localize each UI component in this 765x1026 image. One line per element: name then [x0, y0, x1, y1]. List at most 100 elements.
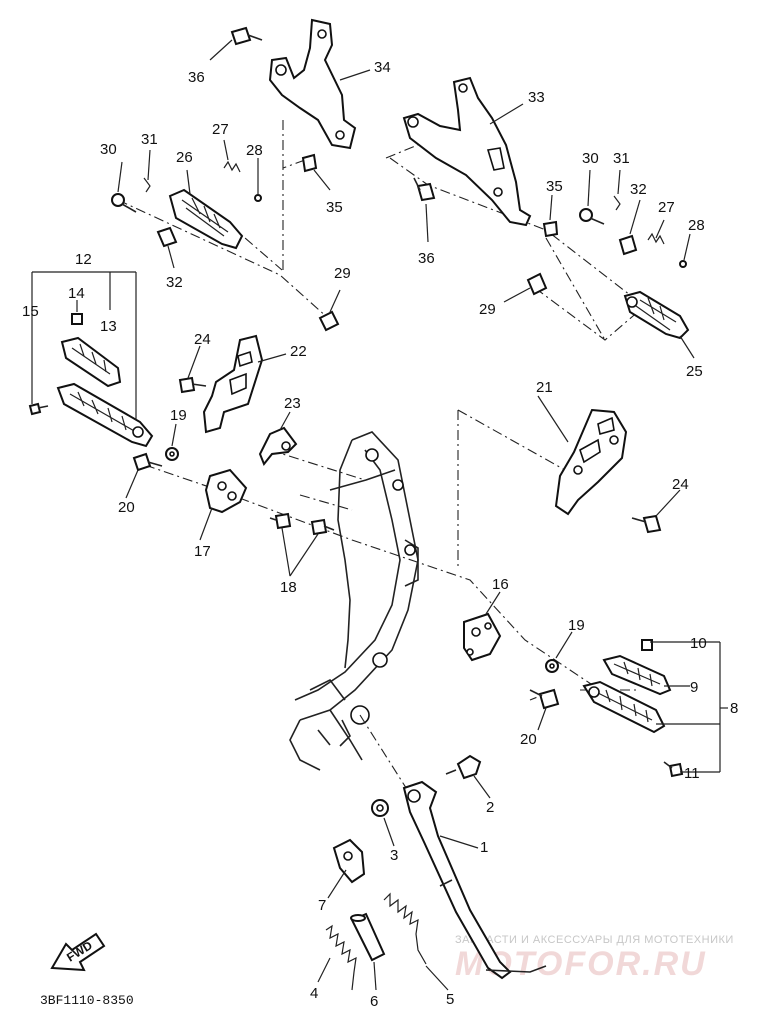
callout-9: 9 [690, 679, 698, 696]
callout-28-left: 28 [246, 142, 263, 159]
part-30-pin-left [111, 193, 137, 213]
callout-13: 13 [100, 318, 117, 335]
part-36-bolt-right [413, 177, 436, 202]
callout-20-right: 20 [520, 731, 537, 748]
part-21-heel-guard [554, 408, 628, 516]
callout-19-right: 19 [568, 617, 585, 634]
part-19-washer-right [545, 659, 559, 673]
part-25-footrest-rear-right [623, 290, 690, 340]
part-7-plate [332, 838, 366, 884]
callout-22: 22 [290, 343, 307, 360]
callout-18: 18 [280, 579, 297, 596]
part-14-screw-left [71, 313, 83, 325]
callout-30-right: 30 [582, 150, 599, 167]
callout-21: 21 [536, 379, 553, 396]
callout-14: 14 [68, 285, 85, 302]
part-33-bracket [402, 76, 532, 227]
callout-34: 34 [374, 59, 391, 76]
callout-25: 25 [686, 363, 703, 380]
part-23-bracket [258, 426, 298, 466]
callout-32-left: 32 [166, 274, 183, 291]
callout-1: 1 [480, 839, 488, 856]
fwd-arrow-icon: FWD [50, 932, 106, 972]
part-28-ball-right [679, 260, 687, 268]
part-11-pin-right [663, 761, 684, 778]
part-20-bolt-right [529, 688, 560, 710]
part-1-sidestand [402, 780, 547, 980]
callout-24-left: 24 [194, 331, 211, 348]
callout-28-right: 28 [688, 217, 705, 234]
callout-16: 16 [492, 576, 509, 593]
part-4-spring [325, 924, 357, 991]
part-28-ball-left [254, 194, 262, 202]
part-17-bracket [204, 468, 248, 514]
callout-33: 33 [528, 89, 545, 106]
callout-3: 3 [390, 847, 398, 864]
watermark-caption: ЗАПЧАСТИ И АКСЕССУАРЫ ДЛЯ МОТОТЕХНИКИ [455, 934, 734, 946]
part-20-bolt-left [132, 452, 163, 472]
callout-7: 7 [318, 897, 326, 914]
callout-35-right: 35 [546, 178, 563, 195]
part-35-collar-right [542, 220, 559, 238]
part-29-nut-right [526, 272, 548, 296]
callout-29-left: 29 [334, 265, 351, 282]
part-31-cotter-left [143, 177, 151, 193]
callout-numbers: 36 34 33 30 31 27 26 28 32 35 29 36 35 3… [22, 59, 738, 1010]
callout-27-left: 27 [212, 121, 229, 138]
part-29-nut-left [318, 310, 340, 332]
part-32-collar-left [156, 226, 178, 248]
part-5-spring [383, 892, 427, 965]
bracket-12-lines [31, 271, 137, 420]
callout-19-left: 19 [170, 407, 187, 424]
callout-27-right: 27 [658, 199, 675, 216]
part-2-bolt [445, 754, 482, 780]
part-32-collar-right [618, 234, 638, 256]
callout-32-right: 32 [630, 181, 647, 198]
part-19-washer-left [165, 447, 179, 461]
callout-4: 4 [310, 985, 318, 1002]
part-36-bolt-top [230, 26, 263, 46]
part-22-heel-guard [202, 334, 264, 434]
bracket-8-lines [650, 641, 728, 773]
part-9-footrest-rubber-right [602, 654, 672, 696]
part-31-cotter-right [613, 195, 621, 211]
callout-36-top: 36 [188, 69, 205, 86]
callout-5: 5 [446, 991, 454, 1008]
callout-29-right: 29 [479, 301, 496, 318]
callout-8: 8 [730, 700, 738, 717]
part-30-pin-right [579, 208, 605, 225]
part-24-bolt-right [631, 514, 662, 534]
drawing-code: 3BF1110-8350 [40, 993, 134, 1008]
callout-10: 10 [690, 635, 707, 652]
part-27-spring-right [647, 232, 665, 245]
callout-2: 2 [486, 799, 494, 816]
callout-17: 17 [194, 543, 211, 560]
callout-35-left: 35 [326, 199, 343, 216]
part-16-bracket [463, 612, 502, 662]
part-24-bolt-left [178, 376, 207, 394]
callout-36-right: 36 [418, 250, 435, 267]
callout-12: 12 [75, 251, 92, 268]
part-8-footrest-right [582, 680, 666, 734]
callout-30-left: 30 [100, 141, 117, 158]
part-13-footrest-rubber-left [60, 336, 122, 388]
part-35-collar-left [301, 153, 318, 173]
part-34-bracket [268, 18, 357, 150]
callout-11: 11 [684, 765, 700, 782]
leader-lines [117, 39, 695, 991]
frame-outline [289, 431, 419, 771]
part-18-bolts [269, 512, 335, 536]
callout-20-left: 20 [118, 499, 135, 516]
callout-31-right: 31 [613, 150, 630, 167]
part-26-footrest-rear-left [168, 188, 244, 250]
part-27-spring-left [223, 160, 241, 173]
part-3-nut [371, 799, 389, 817]
callout-15: 15 [22, 303, 39, 320]
callout-31-left: 31 [141, 131, 158, 148]
part-15-pin-left [28, 402, 49, 416]
part-10-screw-right [641, 639, 653, 651]
callout-23: 23 [284, 395, 301, 412]
callout-6: 6 [370, 993, 378, 1010]
callout-26: 26 [176, 149, 193, 166]
